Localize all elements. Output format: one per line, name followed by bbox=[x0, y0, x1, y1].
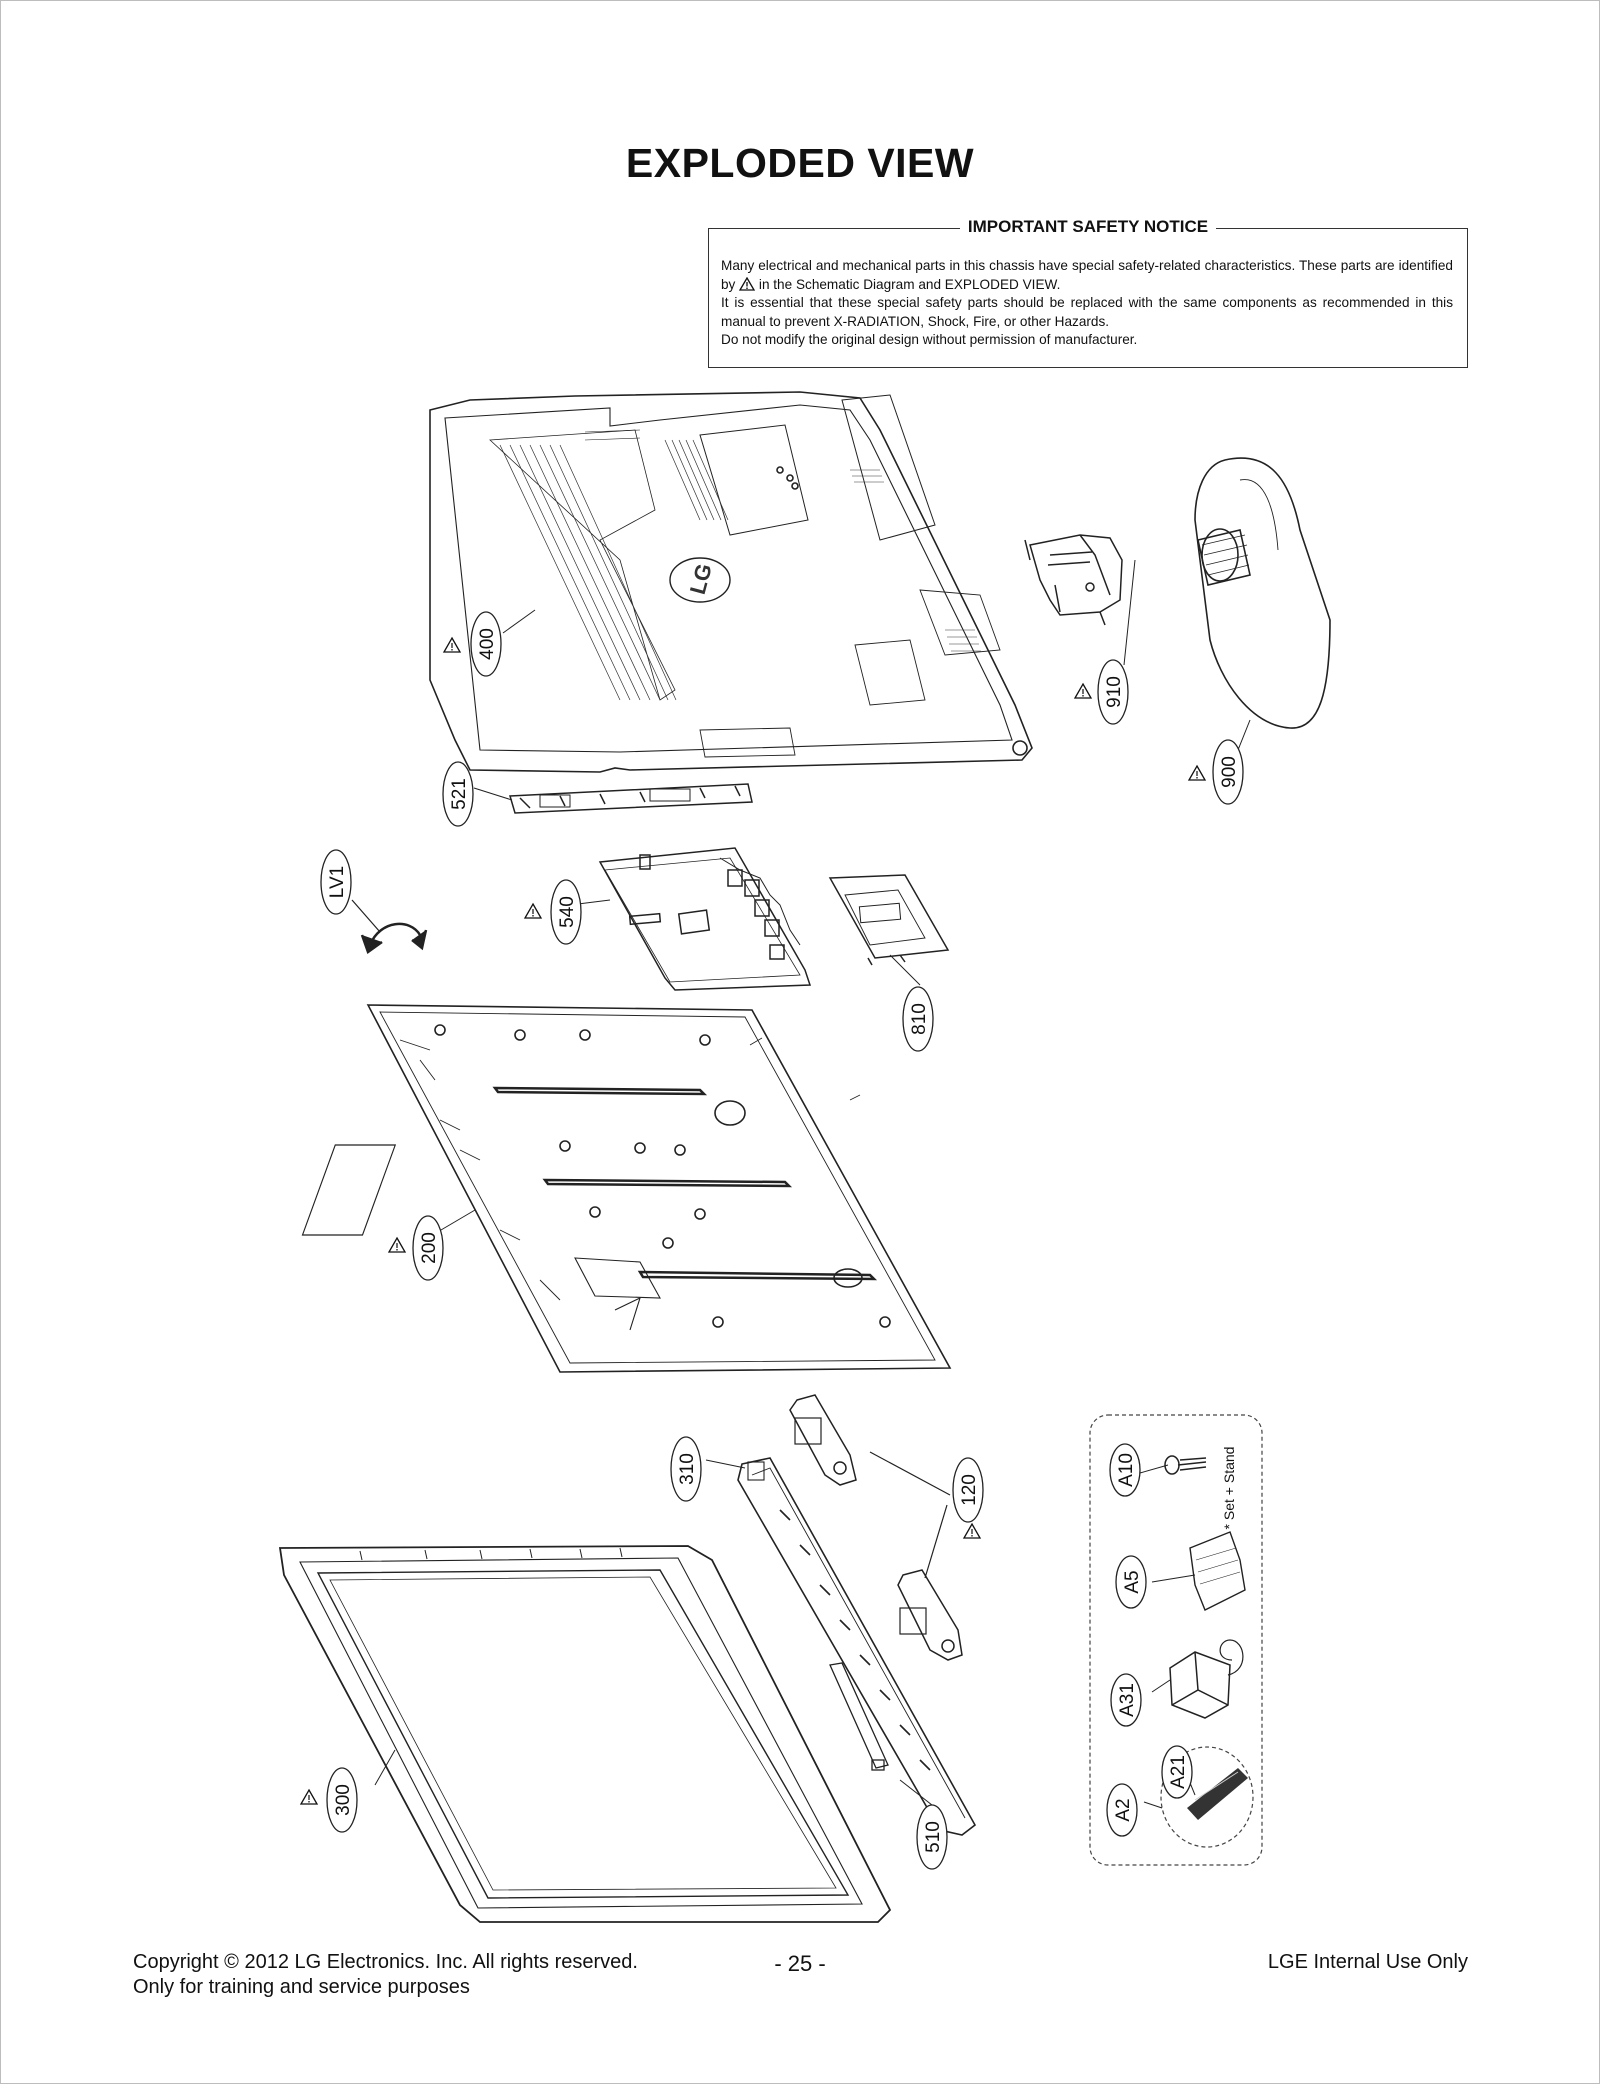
callout-A31-label: A31 bbox=[1117, 1683, 1138, 1717]
callout-A31: A31 bbox=[1110, 1673, 1142, 1727]
callout-A5-label: A5 bbox=[1122, 1570, 1143, 1593]
cleaning-cloth-part bbox=[1189, 1531, 1246, 1611]
callout-521: 521 bbox=[442, 761, 474, 827]
safety-notice-line1: Many electrical and mechanical parts in … bbox=[721, 257, 1453, 294]
main-board-part bbox=[598, 847, 812, 991]
callout-400: 400 bbox=[470, 611, 502, 677]
warning-triangle-icon bbox=[739, 276, 756, 291]
svg-text:LG: LG bbox=[685, 561, 717, 597]
speaker-part-lower bbox=[897, 1569, 963, 1661]
accessory-box bbox=[1089, 1414, 1263, 1866]
safety-notice-heading-wrap: IMPORTANT SAFETY NOTICE bbox=[709, 217, 1467, 237]
footer-internal: LGE Internal Use Only bbox=[1267, 1951, 1468, 1973]
stand-base-part bbox=[1194, 457, 1331, 729]
stand-body-part bbox=[1024, 534, 1123, 626]
callout-510-label: 510 bbox=[923, 1821, 944, 1853]
callout-200-label: 200 bbox=[419, 1232, 440, 1264]
callout-521-label: 521 bbox=[449, 778, 470, 810]
accessory-note: * Set + Stand bbox=[1221, 1447, 1237, 1530]
callout-300-label: 300 bbox=[333, 1784, 354, 1816]
callout-540: 540 bbox=[550, 879, 582, 945]
leader-lines bbox=[374, 559, 1251, 1809]
notice-text-after-icon: in the Schematic Diagram and EXPLODED VI… bbox=[758, 276, 1061, 292]
callout-510: 510 bbox=[916, 1804, 948, 1870]
page-number: - 25 - bbox=[774, 1951, 826, 1976]
callouts: 400 521 910 900 LV1 540 810 bbox=[300, 611, 1244, 1870]
callout-A2-label: A2 bbox=[1113, 1798, 1134, 1821]
power-adapter-part bbox=[1169, 1639, 1244, 1719]
speaker-part-upper bbox=[789, 1394, 857, 1486]
footer-purpose: Only for training and service purposes bbox=[133, 1976, 470, 1998]
callout-900: 900 bbox=[1212, 739, 1244, 805]
safety-notice-line2: It is essential that these special safet… bbox=[721, 295, 1453, 329]
notice-text-before-icon: Many electrical and mechanical parts in … bbox=[721, 258, 1453, 292]
callout-LV1: LV1 bbox=[320, 849, 352, 915]
chassis-plate-part bbox=[301, 1004, 952, 1373]
front-frame-part bbox=[278, 1545, 892, 1923]
callout-120: 120 bbox=[952, 1457, 984, 1523]
callout-910: 910 bbox=[1097, 659, 1129, 725]
rotation-arrow-icon bbox=[360, 922, 428, 954]
back-cover-part: LG bbox=[429, 391, 1033, 773]
callout-310: 310 bbox=[670, 1436, 702, 1502]
flat-cable-part bbox=[829, 1662, 889, 1771]
safety-notice-box: IMPORTANT SAFETY NOTICE Many electrical … bbox=[708, 217, 1468, 368]
remote-control-part bbox=[1160, 1746, 1254, 1848]
screw-part bbox=[1164, 1455, 1207, 1475]
callout-120-label: 120 bbox=[959, 1474, 980, 1506]
safety-notice-heading: IMPORTANT SAFETY NOTICE bbox=[959, 217, 1217, 236]
callout-A5: A5 bbox=[1115, 1555, 1147, 1609]
safety-notice-body: Many electrical and mechanical parts in … bbox=[721, 257, 1453, 350]
callout-LV1-label: LV1 bbox=[327, 866, 348, 898]
callout-400-label: 400 bbox=[477, 628, 498, 660]
callout-200: 200 bbox=[412, 1215, 444, 1281]
callout-910-label: 910 bbox=[1104, 676, 1125, 708]
callout-A21-label: A21 bbox=[1168, 1755, 1189, 1789]
callout-300: 300 bbox=[326, 1767, 358, 1833]
callout-A10-label: A10 bbox=[1116, 1453, 1137, 1487]
side-bar-part bbox=[737, 1457, 977, 1836]
callout-A21: A21 bbox=[1161, 1745, 1193, 1799]
bracket-strip-part bbox=[509, 783, 753, 814]
callout-A2: A2 bbox=[1106, 1783, 1138, 1837]
callout-540-label: 540 bbox=[557, 896, 578, 928]
safety-notice-line3: Do not modify the original design withou… bbox=[721, 332, 1138, 347]
footer-copyright: Copyright © 2012 LG Electronics. Inc. Al… bbox=[133, 1951, 638, 1973]
callout-810: 810 bbox=[902, 986, 934, 1052]
callout-310-label: 310 bbox=[677, 1453, 698, 1485]
callout-A10: A10 bbox=[1109, 1443, 1141, 1497]
small-board-part bbox=[828, 874, 950, 966]
callout-810-label: 810 bbox=[909, 1003, 930, 1035]
page-title: EXPLODED VIEW bbox=[625, 140, 975, 186]
callout-900-label: 900 bbox=[1219, 756, 1240, 788]
